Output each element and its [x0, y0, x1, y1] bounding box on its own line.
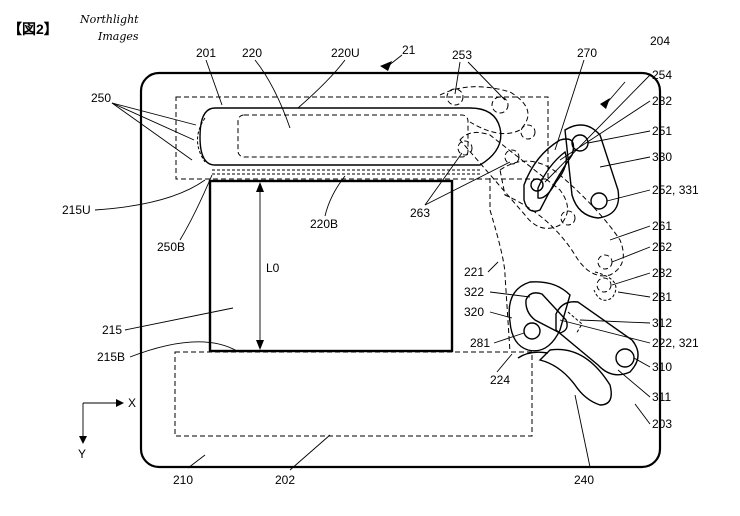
label-254: 254 — [652, 68, 672, 82]
pin-281 — [523, 322, 541, 340]
lever-263 — [459, 131, 568, 229]
label-215B: 215B — [97, 350, 125, 364]
label-270: 270 — [577, 46, 597, 60]
arm-320 — [508, 281, 571, 352]
label-240: 240 — [574, 473, 594, 487]
label-311: 311 — [652, 390, 671, 404]
region-201 — [175, 96, 549, 180]
dimension-arrow-bottom — [256, 340, 264, 350]
label-215U: 215U — [62, 203, 91, 217]
dimension-arrow-top — [256, 182, 264, 192]
link-261 — [499, 160, 624, 277]
label-330: 330 — [652, 150, 672, 164]
label-282: 282 — [652, 94, 672, 108]
pin-263b — [504, 149, 520, 165]
label-L0: L0 — [266, 261, 280, 275]
region-202 — [174, 351, 533, 437]
hook-240 — [538, 348, 612, 406]
label-202: 202 — [275, 473, 295, 487]
label-221: 221 — [464, 265, 484, 279]
slot-edge-250 — [197, 117, 206, 163]
label-250: 250 — [91, 91, 111, 105]
cam-270 — [523, 138, 575, 212]
label-224: 224 — [490, 373, 510, 387]
axis-indicator — [79, 399, 124, 444]
label-281: 281 — [470, 336, 490, 350]
label-231: 231 — [652, 290, 672, 304]
label-201: 201 — [196, 46, 216, 60]
pin-253a — [446, 88, 464, 106]
slot-220 — [237, 114, 469, 158]
watermark-line2: Images — [97, 30, 139, 43]
label-215: 215 — [102, 323, 122, 337]
plate-215 — [208, 179, 454, 353]
label-220B: 220B — [310, 217, 338, 231]
label-250B: 250B — [157, 240, 185, 254]
label-322: 322 — [464, 285, 484, 299]
label-251: 251 — [652, 124, 672, 138]
pin-252 — [590, 192, 608, 210]
edge-224 — [517, 351, 549, 359]
label-220U: 220U — [331, 46, 360, 60]
lever-330 — [564, 124, 620, 219]
watermark-line1: Northlight — [79, 13, 139, 26]
label-210: 210 — [173, 473, 193, 487]
pin-254 — [530, 178, 544, 192]
label-263: 263 — [410, 206, 430, 220]
slot-322 — [525, 292, 568, 334]
label-252-331: 252, 331 — [652, 183, 699, 197]
device-housing — [139, 71, 662, 469]
cam-inner-282 — [537, 150, 568, 199]
pin-312 — [567, 311, 583, 335]
axis-x-label: X — [128, 396, 136, 410]
label-204: 204 — [650, 34, 670, 48]
label-312: 312 — [652, 316, 672, 330]
label-232: 232 — [652, 266, 672, 280]
label-262: 262 — [652, 240, 672, 254]
region-221 — [489, 178, 511, 353]
pin-253b — [491, 96, 509, 114]
label-320: 320 — [464, 305, 484, 319]
axis-y-label: Y — [78, 447, 86, 461]
leader-lines — [94, 54, 651, 471]
figure-label: 【図2】 — [8, 21, 58, 37]
lever-310 — [555, 301, 639, 376]
label-222-321: 222, 321 — [652, 336, 699, 350]
pin-311 — [615, 348, 635, 368]
label-261: 261 — [652, 219, 672, 233]
pin-232 — [596, 277, 612, 293]
label-220: 220 — [242, 46, 262, 60]
pin-262 — [597, 254, 613, 270]
housing-250 — [199, 107, 502, 166]
pin-263c — [520, 124, 536, 140]
label-203: 203 — [652, 417, 672, 431]
label-310: 310 — [652, 360, 672, 374]
label-253: 253 — [452, 48, 472, 62]
pin-263a — [457, 140, 473, 156]
label-21: 21 — [402, 43, 416, 57]
pin-261 — [560, 210, 576, 226]
